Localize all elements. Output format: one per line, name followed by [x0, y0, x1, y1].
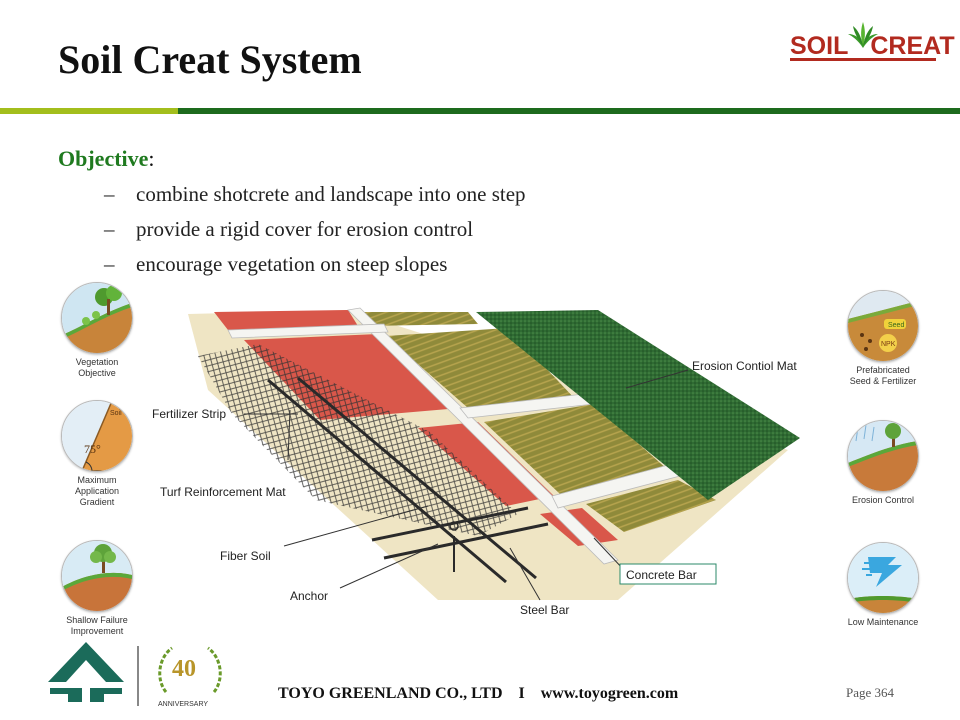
bullet-dash: –	[104, 252, 115, 276]
turf-mat-label: Turf Reinforcement Mat	[160, 485, 286, 499]
page-number: Page 364	[846, 685, 895, 700]
objective-heading: Objective:	[58, 146, 155, 172]
website-link[interactable]: www.toyogreen.com	[540, 685, 679, 702]
icon-caption: Vegetation Objective	[57, 357, 137, 379]
bullet-text: combine shotcrete and landscape into one…	[136, 182, 526, 206]
vegetation-objective-icon	[61, 282, 133, 354]
icon-caption: Low Maintenance	[843, 617, 923, 628]
concrete-leader	[593, 537, 625, 571]
fiber-leader	[283, 505, 429, 547]
seed-badge: Seed	[888, 322, 904, 329]
steel-bar-line	[297, 376, 537, 580]
steel-leader	[509, 547, 541, 601]
caption-line: Shallow Failure	[66, 615, 128, 625]
anniversary-number: 40	[172, 656, 196, 682]
vegetation-objective-item: Vegetation Objective	[57, 282, 137, 379]
icon-caption: Maximum Application Gradient	[57, 475, 137, 508]
caption-line: Maximum	[77, 475, 117, 485]
shallow-failure-item: Shallow Failure Improvement	[57, 540, 137, 637]
anchor-label: Anchor	[290, 589, 328, 603]
bullet-text: encourage vegetation on steep slopes	[136, 252, 448, 276]
anchor-leader	[339, 543, 439, 589]
turf-mesh-area	[198, 344, 518, 536]
turf-leader	[287, 409, 291, 461]
low-maintenance-icon	[847, 542, 919, 614]
objective-label: Objective	[58, 146, 149, 171]
red-strip-top	[214, 310, 358, 330]
concrete-bar-box	[619, 563, 717, 585]
objective-colon: :	[148, 146, 155, 171]
logo-text: SOIL CREAT	[790, 32, 955, 61]
caption-line: Erosion Control	[851, 495, 915, 505]
anniversary-label: ANNIVERSARY	[158, 701, 208, 708]
angle-badge: 75°	[84, 442, 101, 456]
caption-line: Objective	[78, 368, 116, 378]
page-title: Soil Creat System	[58, 37, 362, 82]
fiber-soil-label: Fiber Soil	[220, 549, 271, 563]
bullet-dash: –	[104, 217, 115, 241]
seed-row-3	[484, 404, 668, 494]
objective-bullets: –combine shotcrete and landscape into on…	[104, 180, 526, 285]
bullet-dash: –	[104, 182, 115, 206]
icon-caption: Prefabricated Seed & Fertilizer	[843, 365, 923, 387]
erosion-mat-area	[476, 310, 800, 500]
soil-creat-logo: SOIL CREAT	[790, 22, 955, 64]
toyo-greenland-logo	[48, 642, 124, 702]
logo-left-text: SOIL	[790, 32, 849, 60]
caption-line: Gradient	[79, 497, 115, 507]
soil-badge: Soil	[110, 410, 122, 417]
seed-fertilizer-icon: Seed NPK	[847, 290, 919, 362]
seed-fertilizer-item: Seed NPK Prefabricated Seed & Fertilizer	[843, 290, 923, 387]
bullet-item: –combine shotcrete and landscape into on…	[104, 180, 526, 215]
caption-line: Improvement	[70, 626, 124, 636]
bullet-item: –encourage vegetation on steep slopes	[104, 250, 526, 285]
caption-line: Vegetation	[75, 357, 119, 367]
steel-bar-line	[383, 522, 549, 560]
concrete-bar-strip	[347, 307, 619, 565]
header-rule-dark	[178, 108, 960, 114]
icon-caption: Shallow Failure Improvement	[57, 615, 137, 637]
company-name: TOYO GREENLAND CO., LTD	[278, 685, 503, 702]
logo-underline	[790, 58, 936, 61]
seed-row-1	[358, 312, 478, 326]
caption-line: Low Maintenance	[847, 617, 919, 627]
shallow-failure-icon	[61, 540, 133, 612]
bullet-text: provide a rigid cover for erosion contro…	[136, 217, 474, 241]
erosion-mat-label: Erosion Contiol Mat	[692, 359, 797, 373]
npk-badge: NPK	[881, 341, 896, 348]
steel-bar-line	[267, 378, 507, 584]
steel-bar-label: Steel Bar	[520, 603, 569, 617]
fertilizer-strip-label: Fertilizer Strip	[152, 407, 226, 421]
anniversary-badge: 40 ANNIVERSARY	[152, 640, 228, 710]
seed-row-4	[586, 480, 716, 532]
red-strip-low	[418, 422, 554, 506]
icon-caption: Erosion Control	[843, 495, 923, 506]
footer-separator: I	[518, 685, 525, 702]
bullet-item: –provide a rigid cover for erosion contr…	[104, 215, 526, 250]
erosion-mat-leader	[625, 369, 689, 389]
soil-creat-diagram: Erosion Contiol Mat Fertilizer Strip Tur…	[152, 307, 800, 617]
low-maintenance-item: Low Maintenance	[843, 542, 923, 628]
leaf-icon	[848, 22, 878, 48]
caption-line: Prefabricated	[856, 365, 910, 375]
slope-gradient-icon: Soil 75°	[61, 400, 133, 472]
footer-divider	[137, 646, 139, 706]
red-strip-mid	[244, 334, 460, 420]
logo-right-text: CREAT	[870, 32, 955, 60]
erosion-control-icon	[847, 420, 919, 492]
caption-line: Seed & Fertilizer	[849, 376, 917, 386]
header-rule-light	[0, 108, 178, 114]
concrete-bar-label: Concrete Bar	[626, 568, 697, 582]
caption-line: Application	[74, 486, 120, 496]
slope-gradient-item: Soil 75° Maximum Application Gradient	[57, 400, 137, 508]
concrete-bar-strip	[227, 323, 389, 339]
erosion-control-item: Erosion Control	[843, 420, 923, 506]
seed-row-2	[386, 328, 576, 408]
